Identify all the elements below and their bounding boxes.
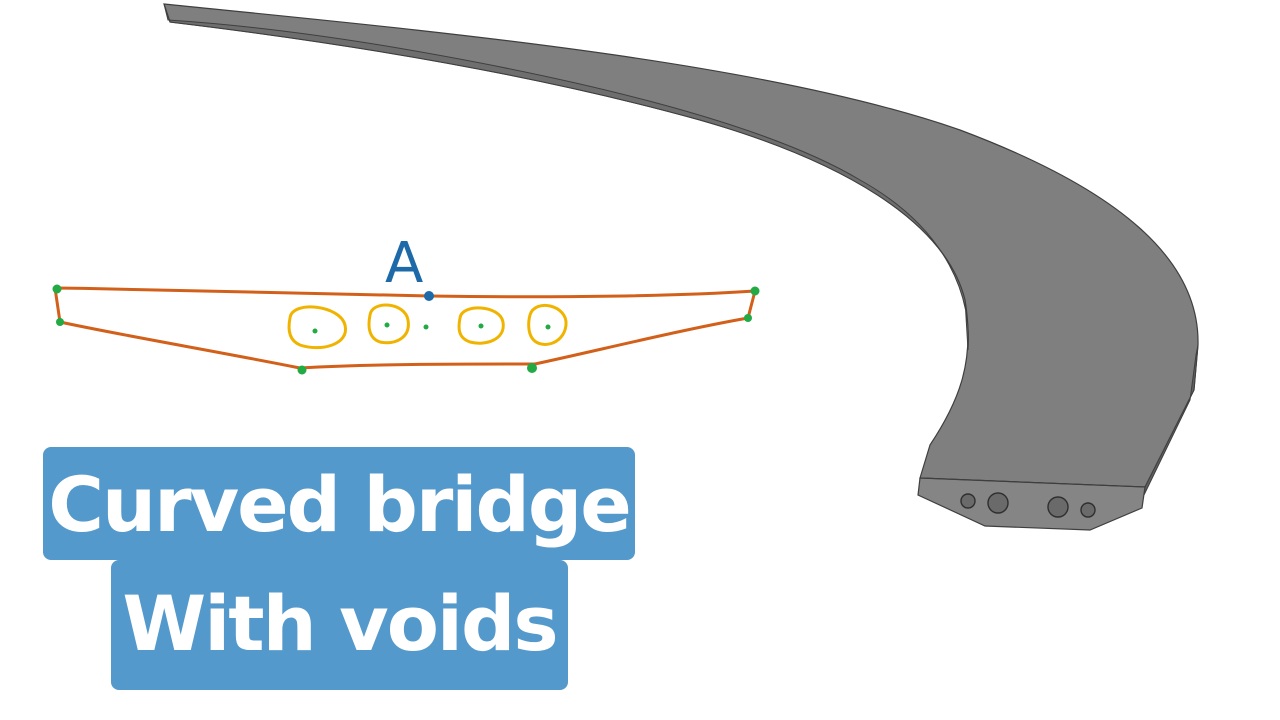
caption-line-2-box: With voids [111,560,568,690]
section-void-2 [367,303,410,345]
point-bottom-mid-right [527,363,537,373]
end-void-2 [987,492,1009,514]
caption-line-1: Curved bridge [48,460,632,549]
section-void-1 [287,305,347,350]
point-top-right [750,286,760,296]
reference-points [52,284,760,375]
section-center [423,324,429,330]
void-center-1 [312,328,318,334]
end-void-1 [960,493,976,509]
caption-line-2: With voids [122,579,558,668]
end-void-4 [1080,502,1096,518]
point-bottom-left [56,318,64,326]
caption-line-1-box: Curved bridge [43,447,635,560]
section-void-4 [527,304,568,346]
end-void-3 [1047,496,1069,518]
deck-top-surface [163,3,1199,488]
void-center-3 [478,323,484,329]
section-outline [53,286,757,370]
section-void-3 [457,306,505,345]
point-a-dot [424,291,434,301]
deck-side-face [163,3,969,351]
cross-section-sketch [53,286,757,370]
deck-edge-line [919,477,1146,488]
void-center-2 [384,322,390,328]
point-a-marker: A [385,231,434,301]
point-top-left [52,284,62,294]
curved-bridge-model [163,3,1199,531]
point-bottom-mid-left [297,365,307,375]
point-bottom-right [744,314,752,322]
void-center-4 [545,324,551,330]
point-a-label: A [385,231,423,296]
